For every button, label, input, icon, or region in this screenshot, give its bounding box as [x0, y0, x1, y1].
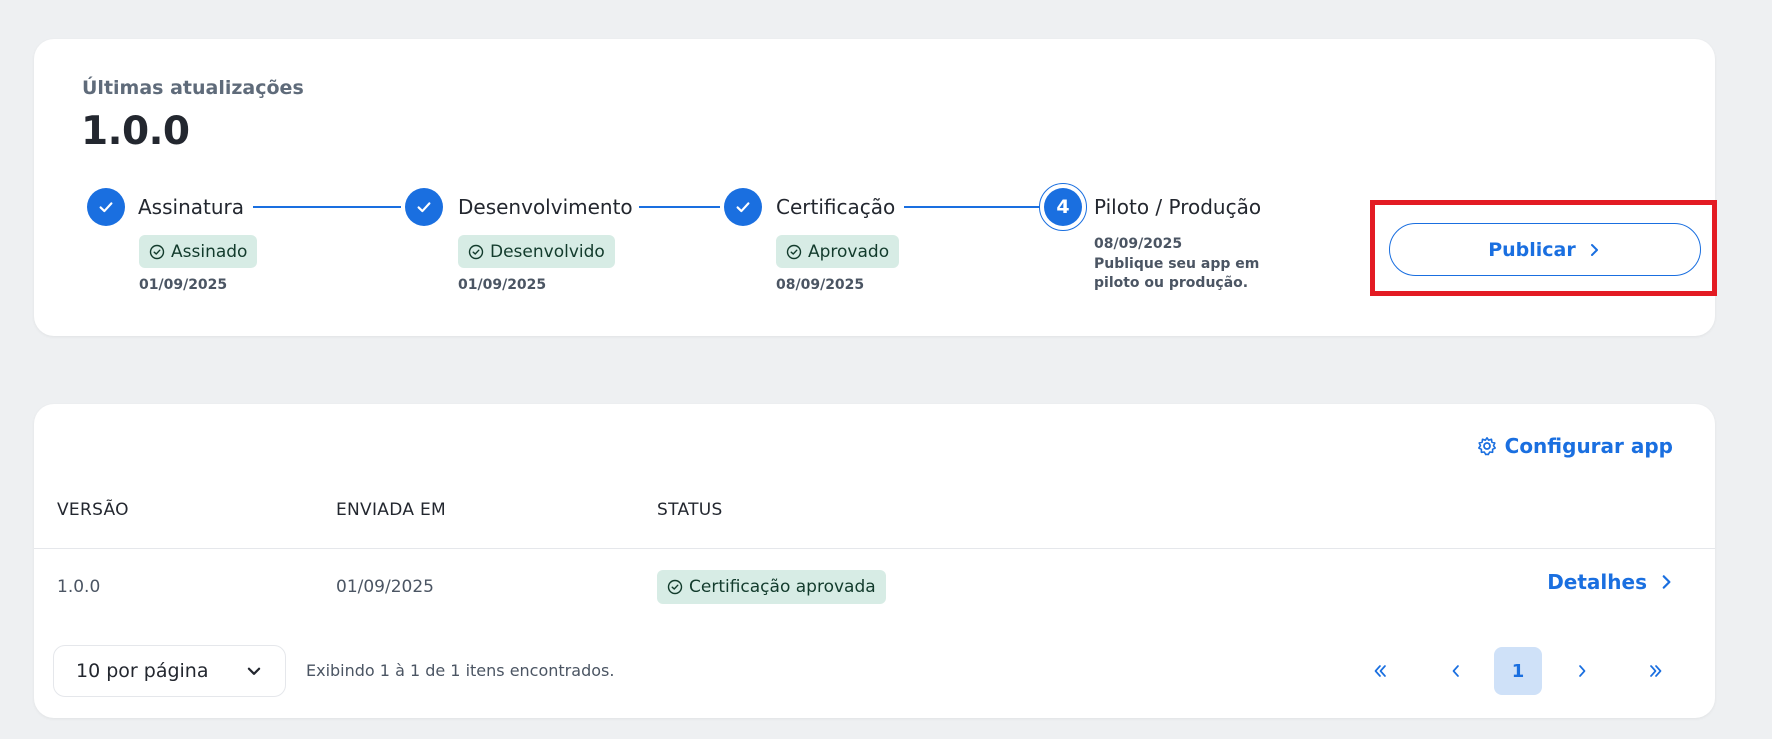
step-connector-2 — [639, 206, 720, 208]
per-page-value: 10 por página — [76, 660, 209, 682]
check-circle-icon — [667, 579, 683, 595]
publish-button[interactable]: Publicar — [1389, 223, 1701, 276]
step-1-badge-label: Assinado — [171, 241, 248, 262]
gear-icon — [1477, 437, 1496, 456]
step-4-indicator: 4 — [1039, 183, 1087, 231]
details-link[interactable]: Detalhes — [1547, 570, 1675, 594]
versions-card: Configurar app VERSÃO ENVIADA EM STATUS … — [34, 404, 1715, 718]
step-4-number: 4 — [1044, 188, 1082, 226]
step-2-check-icon — [405, 188, 443, 226]
check-circle-icon — [149, 244, 165, 259]
step-2-badge-label: Desenvolvido — [490, 241, 605, 262]
latest-updates-label: Últimas atualizações — [82, 77, 304, 99]
configure-app-label: Configurar app — [1504, 434, 1673, 458]
column-header-status: STATUS — [657, 500, 723, 520]
row-version: 1.0.0 — [57, 577, 101, 597]
column-header-version: VERSÃO — [57, 500, 129, 520]
step-1-title: Assinatura — [138, 195, 245, 219]
status-badge: Certificação aprovada — [657, 570, 886, 604]
first-page-button[interactable] — [1356, 647, 1404, 695]
check-circle-icon — [468, 244, 484, 259]
step-connector-3 — [904, 206, 1069, 208]
column-header-sent-at: ENVIADA EM — [336, 500, 446, 520]
check-circle-icon — [786, 244, 802, 259]
step-1-date: 01/09/2025 — [139, 277, 228, 293]
chevron-left-icon — [1452, 665, 1459, 677]
details-link-label: Detalhes — [1547, 570, 1647, 594]
latest-updates-card: Últimas atualizações 1.0.0 Assinatura As… — [34, 39, 1717, 336]
chevron-right-icon — [1662, 575, 1671, 589]
previous-page-button[interactable] — [1432, 647, 1480, 695]
row-sent-at: 01/09/2025 — [336, 577, 434, 597]
chevron-down-icon — [247, 667, 261, 675]
header-divider — [34, 548, 1715, 549]
publish-button-label: Publicar — [1488, 238, 1576, 261]
pagination-summary: Exibindo 1 à 1 de 1 itens encontrados. — [306, 661, 615, 680]
step-3-title: Certificação — [776, 195, 896, 219]
step-2-date: 01/09/2025 — [458, 277, 547, 293]
status-badge-label: Certificação aprovada — [689, 577, 876, 597]
current-version: 1.0.0 — [81, 109, 190, 154]
step-2-title: Desenvolvimento — [458, 195, 633, 219]
step-4-date: 08/09/2025 — [1094, 236, 1183, 252]
step-connector-1 — [253, 206, 401, 208]
per-page-select[interactable]: 10 por página — [53, 645, 286, 697]
step-4-title: Piloto / Produção — [1094, 195, 1262, 219]
chevrons-right-icon — [1650, 665, 1662, 677]
chevron-right-icon — [1579, 665, 1586, 677]
step-4-description: Publique seu app em piloto ou produção. — [1094, 256, 1260, 291]
configure-app-link[interactable]: Configurar app — [1477, 434, 1673, 458]
next-page-button[interactable] — [1558, 647, 1606, 695]
step-3-badge-label: Aprovado — [808, 241, 890, 262]
step-3-date: 08/09/2025 — [776, 277, 865, 293]
step-2-badge: Desenvolvido — [458, 235, 615, 268]
step-3-check-icon — [724, 188, 762, 226]
page-1-button[interactable]: 1 — [1494, 647, 1542, 695]
step-1-badge: Assinado — [139, 235, 258, 268]
last-page-button[interactable] — [1632, 647, 1680, 695]
chevron-right-icon — [1590, 243, 1598, 256]
chevrons-left-icon — [1374, 665, 1386, 677]
step-3-badge: Aprovado — [776, 235, 900, 268]
step-1-check-icon — [87, 188, 125, 226]
